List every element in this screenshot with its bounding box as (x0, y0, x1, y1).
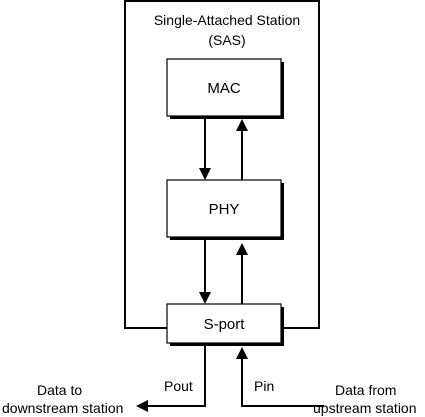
mac-block: MAC (166, 58, 284, 119)
phy-to-sport-arrow (199, 237, 211, 304)
sport-to-phy-arrow (236, 243, 248, 304)
station-title-line2: (SAS) (208, 32, 245, 48)
pin-label: Pin (254, 378, 274, 394)
sport-block: S-port (166, 303, 284, 346)
upstream-label-line1: Data from (335, 382, 396, 398)
phy-label: PHY (209, 201, 240, 218)
station-title-line1: Single-Attached Station (154, 12, 300, 28)
pin-arrow (236, 347, 324, 407)
downstream-label-line1: Data to (37, 382, 82, 398)
downstream-label-line2: downstream station (2, 400, 123, 416)
pout-label: Pout (164, 378, 193, 394)
mac-to-phy-arrow (199, 116, 211, 180)
sport-label: S-port (204, 316, 246, 333)
phy-block: PHY (166, 179, 284, 240)
phy-to-mac-arrow (236, 119, 248, 180)
mac-label: MAC (207, 80, 241, 97)
upstream-label-line2: upstream station (313, 400, 417, 416)
station-frame (124, 0, 320, 329)
pout-arrow (136, 343, 206, 412)
